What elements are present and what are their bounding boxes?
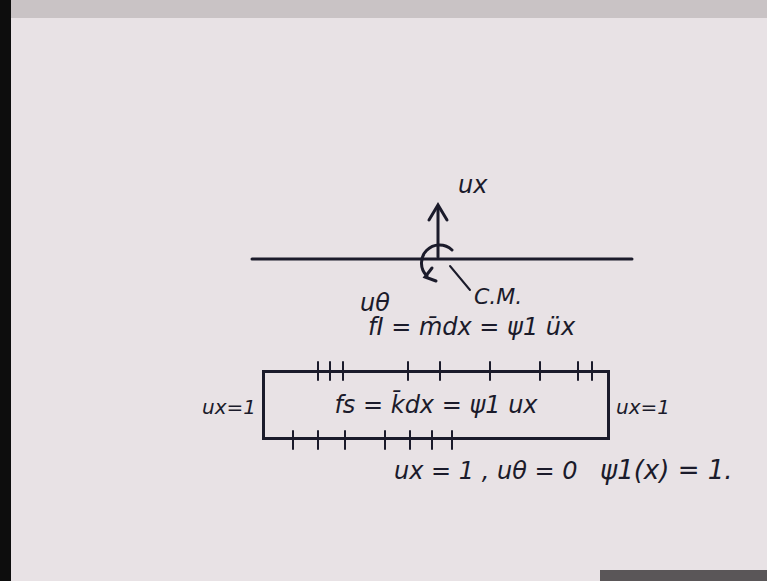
spring-element-box: fs = k̄dx = ψ1 ux bbox=[262, 370, 610, 440]
stiffness-force-text: fs = k̄dx = ψ1 ux bbox=[334, 391, 537, 419]
displacement-label: ux bbox=[458, 172, 487, 198]
stiffness-ticks bbox=[293, 362, 592, 449]
arrow-head bbox=[429, 205, 447, 220]
condition-label: ux = 1 , uθ = 0 bbox=[394, 458, 577, 484]
leader-line bbox=[450, 266, 470, 290]
inertia-force-label: fI = m̄dx = ψ1 üx bbox=[368, 314, 575, 340]
center-mass-label: C.M. bbox=[474, 285, 522, 309]
arrow-head bbox=[425, 268, 436, 281]
beam-line bbox=[252, 258, 632, 261]
boundary-label: ux=1 bbox=[202, 396, 256, 418]
ux-arrow bbox=[437, 208, 440, 257]
bottom-strip bbox=[600, 570, 767, 581]
shape-function-label: ψ1(x) = 1. bbox=[600, 456, 733, 485]
boundary-label: ux=1 bbox=[616, 396, 670, 418]
rotation-label: uθ bbox=[360, 290, 390, 316]
top-strip bbox=[0, 0, 767, 18]
left-edge bbox=[0, 0, 11, 581]
rotation-arrow bbox=[421, 245, 452, 276]
